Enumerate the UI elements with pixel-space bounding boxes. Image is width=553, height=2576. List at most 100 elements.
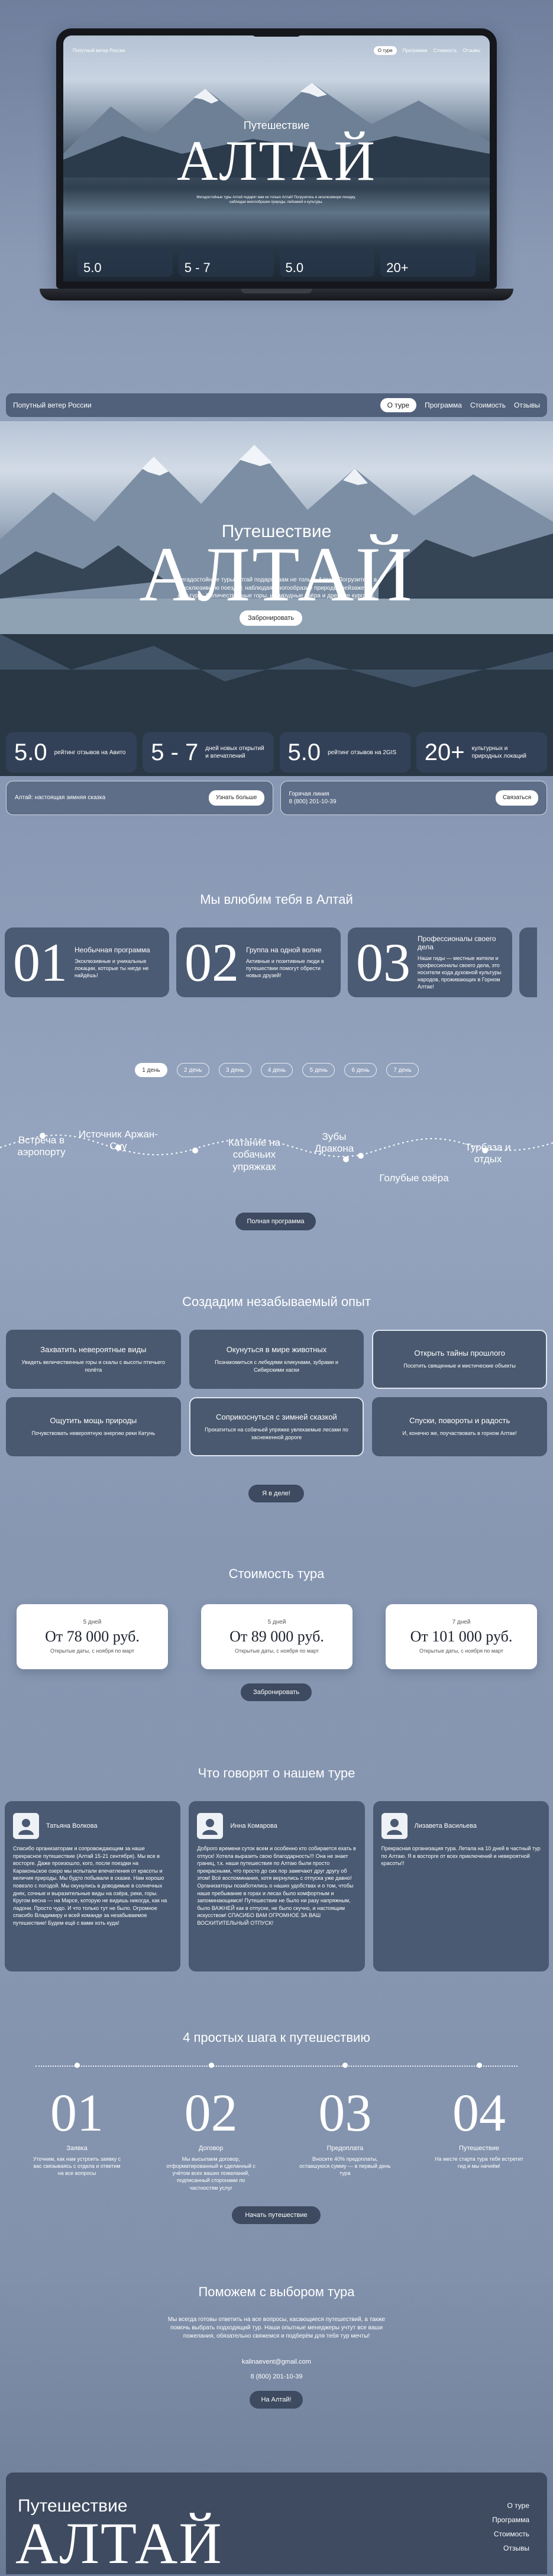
- footer-link-program[interactable]: Программа: [492, 2516, 529, 2524]
- step-title: Путешествие: [458, 2145, 499, 2152]
- reviews-title: Что говорят о нашем туре: [198, 1766, 355, 1780]
- route-stop: Катание на собачьих упряжках: [228, 1137, 280, 1172]
- route-stop: Встреча в аэропорту: [17, 1135, 66, 1158]
- footer-link-price[interactable]: Стоимость: [493, 2530, 529, 2538]
- mockup-stat: 5.0: [77, 248, 173, 277]
- experience-card: Окунуться в мире животных Познакомиться …: [189, 1330, 364, 1389]
- experience-grid: Захватить невероятные виды Увидеть велич…: [6, 1330, 547, 1456]
- experience-card-title: Соприкоснуться с зимней сказкой: [216, 1413, 337, 1422]
- tab-day-6[interactable]: 6 день: [344, 1063, 377, 1077]
- why-card-desc: Эксклюзивные и уникальные локации, котор…: [75, 958, 149, 979]
- why-number: 03: [356, 932, 410, 993]
- why-number: 01: [13, 932, 67, 993]
- tab-day-2[interactable]: 2 день: [176, 1063, 209, 1077]
- contact-phone[interactable]: 8 (800) 201-10-39: [250, 2373, 303, 2380]
- experience-card-desc: И, конечно же, поучаствовать в горном Ал…: [402, 1430, 517, 1437]
- reviewer-name: Лизавета Васильева: [414, 1822, 477, 1830]
- stat-label: дней новых открытий и впечатлений: [205, 745, 264, 759]
- review-card: Татьяна Волкова Спасибо организаторам и …: [5, 1801, 181, 1971]
- experience-card: Захватить невероятные виды Увидеть велич…: [6, 1330, 181, 1389]
- nav-link-program[interactable]: Программа: [425, 401, 462, 409]
- stat-number: 5.0: [287, 739, 321, 765]
- review-text: Спасибо организаторам и сопровождающим з…: [13, 1845, 167, 1926]
- mockup-stat: 20+: [380, 248, 476, 277]
- price-days: 5 дней: [83, 1618, 102, 1625]
- tab-day-1[interactable]: 1 день: [135, 1063, 167, 1077]
- mockup-nav-link: Программа: [402, 47, 428, 53]
- to-altai-button[interactable]: На Алтай!: [250, 2391, 303, 2409]
- stat-label: рейтинг отзывов на 2GIS: [328, 749, 397, 756]
- step-desc: Мы высылаем договор, отформатированный и…: [166, 2156, 256, 2191]
- footer-link-reviews[interactable]: Отзывы: [503, 2544, 529, 2552]
- tab-day-3[interactable]: 3 день: [218, 1063, 251, 1077]
- experience-card-desc: Почувствовать невероятную энергию реки К…: [31, 1430, 156, 1437]
- why-card-overflow: [519, 927, 537, 997]
- laptop-display: Попутный ветер России О туре Программа С…: [63, 35, 490, 282]
- nav-link-about[interactable]: О туре: [380, 398, 417, 412]
- site-nav: Попутный ветер России О туре Программа С…: [6, 393, 547, 417]
- review-card: Лизавета Васильева Прекрасная организаци…: [373, 1801, 549, 1971]
- step-number: 01: [50, 2084, 104, 2142]
- experience-card-desc: Увидеть величественные горы и скалы с вы…: [21, 1359, 166, 1373]
- book-prices-button[interactable]: Забронировать: [241, 1683, 312, 1701]
- nav-link-price[interactable]: Стоимость: [470, 401, 506, 409]
- route-map: Встреча в аэропорту Источник Аржан-Суу К…: [0, 1106, 553, 1207]
- route-stop: Источник Аржан-Суу: [79, 1129, 158, 1152]
- stat-number: 20+: [424, 739, 465, 765]
- learn-more-button[interactable]: Узнать больше: [208, 790, 264, 806]
- hero-landscape: [0, 445, 553, 776]
- price-days: 7 дней: [452, 1618, 471, 1625]
- route-stop: Голубые озёра: [379, 1172, 449, 1184]
- footer-links: О туре Программа Стоимость Отзывы: [492, 2499, 529, 2555]
- stat-card: 20+ культурных и природных локаций: [416, 732, 547, 773]
- review-card: Инна Комарова Доброго времени суток всем…: [189, 1801, 365, 1971]
- price-card[interactable]: 7 дней От 101 000 руб. Открытые даты, с …: [386, 1604, 537, 1669]
- promo-winter: Алтай: настоящая зимняя сказка Узнать бо…: [6, 781, 273, 815]
- promo-hotline: Горячая линия 8 (800) 201-10-39 Связатьс…: [280, 781, 547, 815]
- mockup-stats: 5.0 5 - 7 5.0 20+: [77, 248, 476, 277]
- nav-link-reviews[interactable]: Отзывы: [514, 401, 540, 409]
- step-title: Договор: [198, 2145, 224, 2152]
- footer-link-about[interactable]: О туре: [507, 2501, 529, 2510]
- contact-email[interactable]: kalinaevent@gmail.com: [242, 2358, 311, 2365]
- book-button[interactable]: Забронировать: [240, 610, 302, 626]
- user-icon: [386, 1819, 402, 1835]
- step-number: 02: [184, 2084, 238, 2142]
- step-item: 04 Путешествие На месте старта тура тебя…: [420, 2063, 538, 2183]
- route-stop: Турбаза и отдых: [465, 1142, 511, 1165]
- step-dot: [342, 2063, 348, 2068]
- experience-card: Спуски, повороты и радость И, конечно же…: [372, 1397, 547, 1456]
- price-card[interactable]: 5 дней От 78 000 руб. Открытые даты, с н…: [17, 1604, 168, 1669]
- price-card[interactable]: 5 дней От 89 000 руб. Открытые даты, с н…: [201, 1604, 353, 1669]
- step-dot: [476, 2063, 482, 2068]
- stats-row: 5.0 рейтинг отзывов на Авито 5 - 7 дней …: [6, 732, 547, 773]
- price-note: Открытые даты, с ноября по март: [419, 1647, 504, 1654]
- why-title: Мы влюбим тебя в Алтай: [200, 892, 353, 907]
- review-text: Прекрасная организация тура. Летала на 1…: [381, 1845, 541, 1867]
- laptop-screen: Попутный ветер России О туре Программа С…: [56, 28, 497, 289]
- price-note: Открытые даты, с ноября по март: [50, 1647, 135, 1654]
- price-note: Открытые даты, с ноября по март: [234, 1647, 319, 1654]
- tab-day-5[interactable]: 5 день: [302, 1063, 335, 1077]
- why-card-desc: Активные и позитивные люди в путешествии…: [246, 958, 324, 979]
- im-in-button[interactable]: Я в деле!: [248, 1485, 304, 1502]
- stat-label: рейтинг отзывов на Авито: [54, 749, 126, 756]
- tab-day-4[interactable]: 4 день: [260, 1063, 293, 1077]
- step-item: 02 Договор Мы высылаем договор, отформат…: [152, 2063, 270, 2191]
- experience-title: Создадим незабываемый опыт: [182, 1294, 371, 1309]
- full-program-button[interactable]: Полная программа: [235, 1213, 316, 1230]
- start-journey-button[interactable]: Начать путешествие: [232, 2206, 321, 2224]
- why-card-desc: Наши гиды — местные жители и профессиона…: [418, 955, 502, 990]
- mockup-nav-link: О туре: [373, 46, 397, 55]
- mockup-title-small: Путешествие: [243, 119, 310, 131]
- tab-day-7[interactable]: 7 день: [386, 1063, 419, 1077]
- contact-button[interactable]: Связаться: [496, 790, 538, 806]
- mockup-title-big: АЛТАЙ: [177, 129, 376, 192]
- step-number: 03: [318, 2084, 372, 2142]
- footer-title: АЛТАЙ: [15, 2510, 223, 2576]
- reviewer-name: Инна Комарова: [230, 1822, 277, 1830]
- brand-link[interactable]: Попутный ветер России: [13, 401, 92, 409]
- step-title: Заявка: [66, 2145, 88, 2152]
